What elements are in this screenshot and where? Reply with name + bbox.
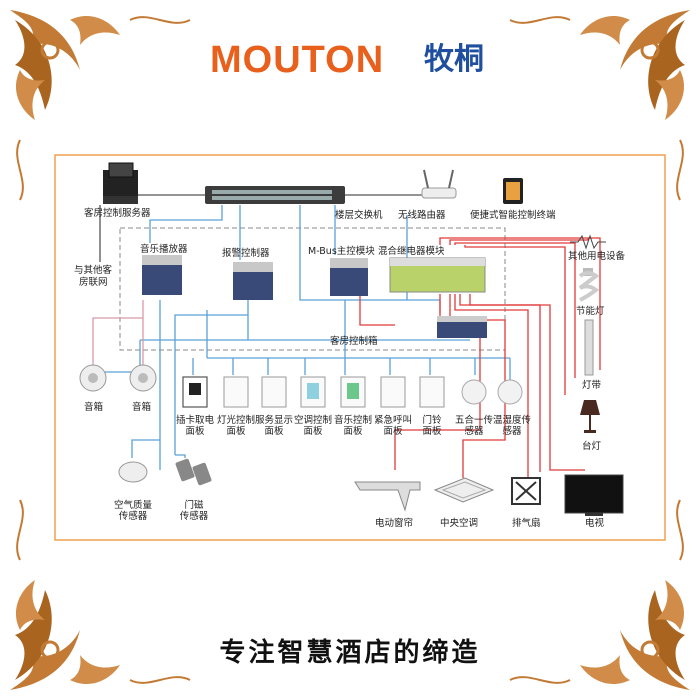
border-swirl-left [16, 139, 24, 561]
mbus-master-label: M-Bus主控模块 [308, 246, 375, 257]
room-control-box-label: 客房控制箱 [330, 336, 378, 347]
wireless-router-label: 无线路由器 [398, 210, 446, 221]
music-player-module [142, 255, 182, 295]
air-quality-sensor-icon [118, 461, 148, 483]
speaker-2-icon [129, 364, 157, 392]
curtain-icon [354, 481, 421, 512]
other-appliances-label: 其他用电设备 [568, 251, 626, 262]
alarm-controller-module [233, 262, 273, 300]
panel-label-1: 灯光控制面板 [216, 415, 255, 437]
curtain-label: 电动窗帘 [375, 518, 414, 529]
floor-switch-icon [205, 186, 345, 204]
energy-lamp-label: 节能灯 [576, 306, 605, 317]
panel-label-2: 服务显示面板 [254, 415, 293, 437]
corner-ornament-tl [8, 8, 122, 122]
panel-label-8: 温湿度传感器 [492, 415, 531, 437]
central-ac-icon [433, 477, 495, 503]
mbus-master-module [330, 258, 368, 296]
panel-label-6: 门铃面板 [422, 415, 442, 437]
slogan: 专注智慧酒店的缔造 [219, 638, 481, 668]
floor-switch-label: 楼层交换机 [335, 210, 383, 221]
door-sensor-icon [175, 458, 212, 486]
energy-lamp-icon [578, 268, 600, 302]
corner-ornament-tr [578, 8, 692, 122]
panel-label-7: 五合一传感器 [454, 415, 493, 437]
speaker-1-label: 音箱 [84, 402, 104, 413]
room-server-label: 客房控制服务器 [84, 208, 151, 219]
panel-icons [182, 376, 523, 408]
border-swirl-right [676, 139, 684, 561]
panel-label-0: 插卡取电面板 [175, 415, 214, 437]
door-sensor-label: 门磁传感器 [179, 500, 209, 522]
tv-label: 电视 [585, 518, 605, 529]
brand-name-cn: 牧桐 [424, 42, 484, 77]
air-quality-label: 空气质量传感器 [113, 500, 152, 522]
room-server-icon [103, 162, 138, 204]
blue-air-quality-line [131, 439, 160, 458]
panel-label-5: 紧急呼叫面板 [373, 415, 412, 437]
other-appliance-icon [570, 234, 606, 250]
blue-alarm-lines [174, 300, 249, 455]
panel-label-4: 音乐控制面板 [333, 415, 372, 437]
red-power-lines [359, 237, 601, 478]
room-control-box-outline [119, 227, 506, 351]
pink-speaker-line [92, 300, 144, 365]
exhaust-fan-icon [511, 477, 541, 505]
mixed-relay-module [389, 257, 486, 293]
mixed-relay-label: 混合继电器模块 [378, 246, 445, 257]
portable-terminal-icon [503, 178, 523, 204]
brand-logo: MOUTON 牧桐 [210, 38, 510, 82]
table-lamp-label: 台灯 [582, 441, 602, 452]
power-module [437, 316, 487, 338]
portable-terminal-label: 便捷式智能控制终端 [470, 210, 556, 221]
tv-icon [564, 474, 624, 516]
other-rooms-label-1: 与其他客 [74, 265, 113, 276]
speaker-2-label: 音箱 [132, 402, 152, 413]
other-rooms-label-2: 房联网 [79, 277, 108, 288]
border-swirl-top [129, 16, 571, 24]
light-strip-icon [584, 319, 594, 376]
alarm-controller-label: 报警控制器 [222, 248, 270, 259]
border-swirl-bottom [129, 676, 571, 684]
brand-name-en: MOUTON [210, 39, 385, 81]
central-ac-label: 中央空调 [440, 518, 479, 529]
speaker-1-icon [79, 364, 107, 392]
diagram-frame [54, 154, 666, 541]
exhaust-fan-label: 排气扇 [512, 518, 541, 529]
blue-door-sensor-line [175, 454, 186, 458]
music-player-label: 音乐播放器 [140, 244, 188, 255]
light-strip-label: 灯带 [582, 380, 602, 391]
panel-label-3: 空调控制面板 [293, 415, 332, 437]
table-lamp-icon [580, 400, 600, 433]
wireless-router-icon [421, 169, 457, 199]
gray-network-lines [99, 194, 425, 262]
